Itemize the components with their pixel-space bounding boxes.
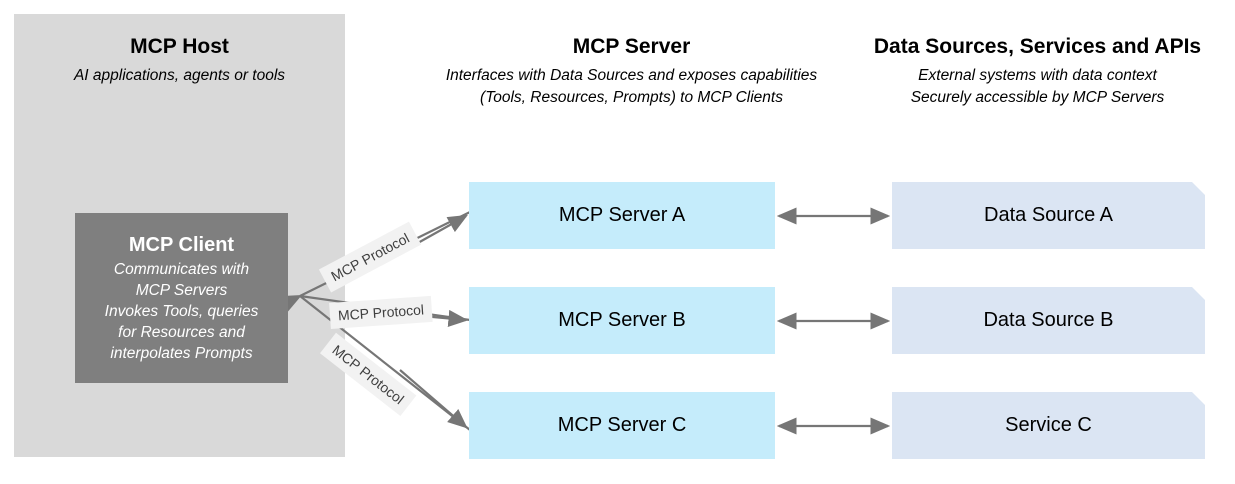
server-subtitle: Interfaces with Data Sources and exposes… <box>445 67 818 106</box>
data-source-b-box[interactable]: Data Source B <box>892 287 1205 354</box>
data-source-a-box[interactable]: Data Source A <box>892 182 1205 249</box>
mcp-server-c-box[interactable]: MCP Server C <box>469 392 775 459</box>
sources-subtitle-line-2: Securely accessible by MCP Servers <box>910 89 1165 106</box>
mcp-client-title: MCP Client <box>128 234 235 256</box>
mcp-server-c-label: MCP Server C <box>557 414 687 436</box>
mcp-client-desc-line-1: Communicates with <box>113 261 250 278</box>
sources-title: Data Sources, Services and APIs <box>873 35 1202 58</box>
server-source-wires <box>776 207 891 435</box>
host-subtitle: AI applications, agents or tools <box>73 67 286 84</box>
sources-subtitle-line-1: External systems with data context <box>918 67 1157 84</box>
mcp-server-b-box[interactable]: MCP Server B <box>469 287 775 354</box>
mcp-client-description: Communicates with MCP Servers Invokes To… <box>105 259 259 364</box>
host-title: MCP Host <box>130 35 229 58</box>
mcp-client-desc-line-2: MCP Servers <box>135 282 228 299</box>
data-source-b-label: Data Source B <box>983 309 1114 331</box>
service-c-box[interactable]: Service C <box>892 392 1205 459</box>
column-heading-sources: Data Sources, Services and APIs External… <box>845 34 1230 109</box>
mcp-client-desc-line-3: Invokes Tools, queries <box>104 303 259 320</box>
data-source-a-label: Data Source A <box>984 204 1113 226</box>
mcp-server-a-label: MCP Server A <box>558 204 686 226</box>
mcp-server-a-box[interactable]: MCP Server A <box>469 182 775 249</box>
column-heading-server: MCP Server Interfaces with Data Sources … <box>444 34 819 109</box>
mcp-client-box[interactable]: MCP Client Communicates with MCP Servers… <box>75 213 288 383</box>
sources-subtitle: External systems with data context Secur… <box>845 65 1230 109</box>
mcp-server-b-label: MCP Server B <box>558 309 686 331</box>
column-heading-host: MCP Host AI applications, agents or tool… <box>14 34 345 87</box>
mcp-client-desc-line-4: for Resources and <box>118 324 245 341</box>
mcp-client-desc-line-5: interpolates Prompts <box>110 345 253 362</box>
server-title: MCP Server <box>572 35 691 58</box>
service-c-label: Service C <box>1005 414 1092 436</box>
